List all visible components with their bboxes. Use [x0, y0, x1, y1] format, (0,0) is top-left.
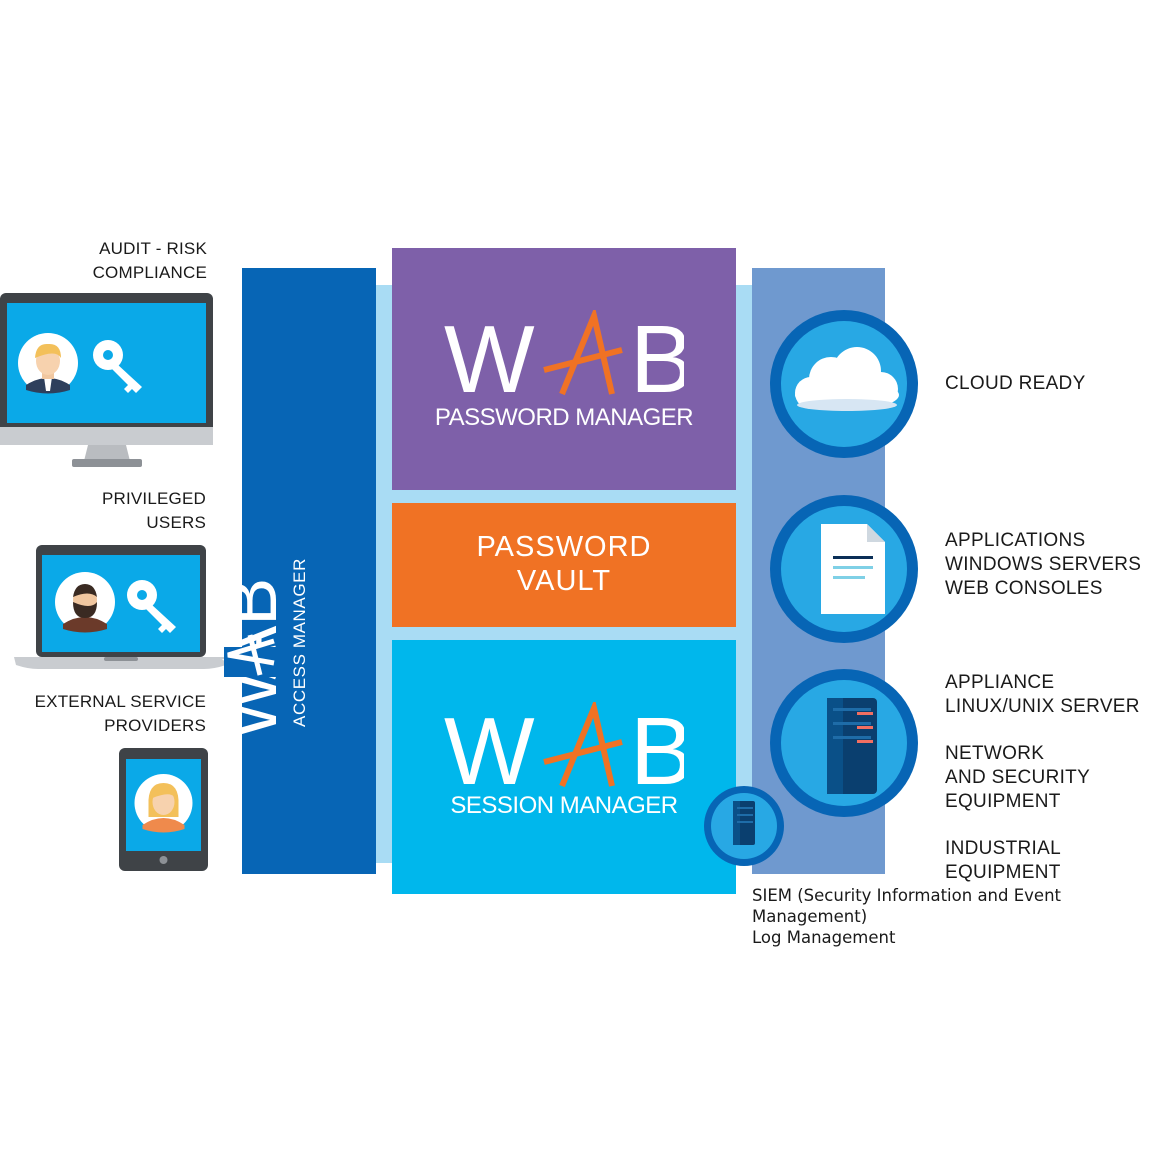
- svg-text:W: W: [444, 702, 535, 792]
- laptop-icon: [14, 545, 228, 669]
- siem-label: SIEM (Security Information and Event Man…: [752, 886, 1061, 947]
- bearded-user-avatar: [55, 572, 115, 633]
- svg-text:W: W: [444, 310, 535, 400]
- svg-text:B: B: [630, 310, 684, 400]
- appliance-label: APPLIANCE LINUX/UNIX SERVER: [945, 672, 1140, 717]
- server-icon: [827, 698, 877, 794]
- password-vault-block: PASSWORD VAULT: [392, 503, 736, 627]
- cloud-ready-label: CLOUD READY: [945, 373, 1086, 394]
- vault-line-1: PASSWORD: [476, 531, 652, 563]
- vault-line-2: VAULT: [516, 565, 612, 597]
- session-manager-block: W B SESSION MANAGER: [392, 640, 736, 894]
- access-manager-label: ACCESS MANAGER: [290, 558, 309, 727]
- key-icon: [93, 340, 142, 393]
- network-label: NETWORK AND SECURITY EQUIPMENT: [945, 743, 1091, 812]
- wab-password-manager-logo: W B: [444, 310, 684, 400]
- session-manager-label: SESSION MANAGER: [450, 792, 678, 819]
- siem-circle: [704, 786, 784, 866]
- wab-access-logo: WAB: [214, 578, 284, 739]
- industrial-equipment-label: INDUSTRIAL EQUIPMENT: [945, 838, 1061, 883]
- document-icon: [821, 524, 885, 614]
- applications-circle: [770, 495, 918, 643]
- key-icon: [127, 580, 176, 633]
- cloud-icon: [795, 347, 899, 411]
- desktop-icon: [0, 293, 213, 467]
- password-manager-block: W B PASSWORD MANAGER: [392, 248, 736, 490]
- woman-avatar: [134, 774, 193, 833]
- businessman-avatar: [18, 333, 78, 394]
- tablet-icon: [119, 748, 208, 871]
- server-icon: [733, 801, 755, 845]
- cloud-circle: [770, 310, 918, 458]
- password-manager-label: PASSWORD MANAGER: [434, 404, 694, 431]
- access-manager-bar: WAB ACCESS MANAGER: [214, 268, 376, 874]
- appliance-circle: [770, 669, 918, 817]
- applications-label: APPLICATIONS WINDOWS SERVERS WEB CONSOLE…: [945, 530, 1142, 599]
- wab-session-manager-logo: W B: [444, 702, 684, 792]
- svg-text:B: B: [630, 702, 684, 792]
